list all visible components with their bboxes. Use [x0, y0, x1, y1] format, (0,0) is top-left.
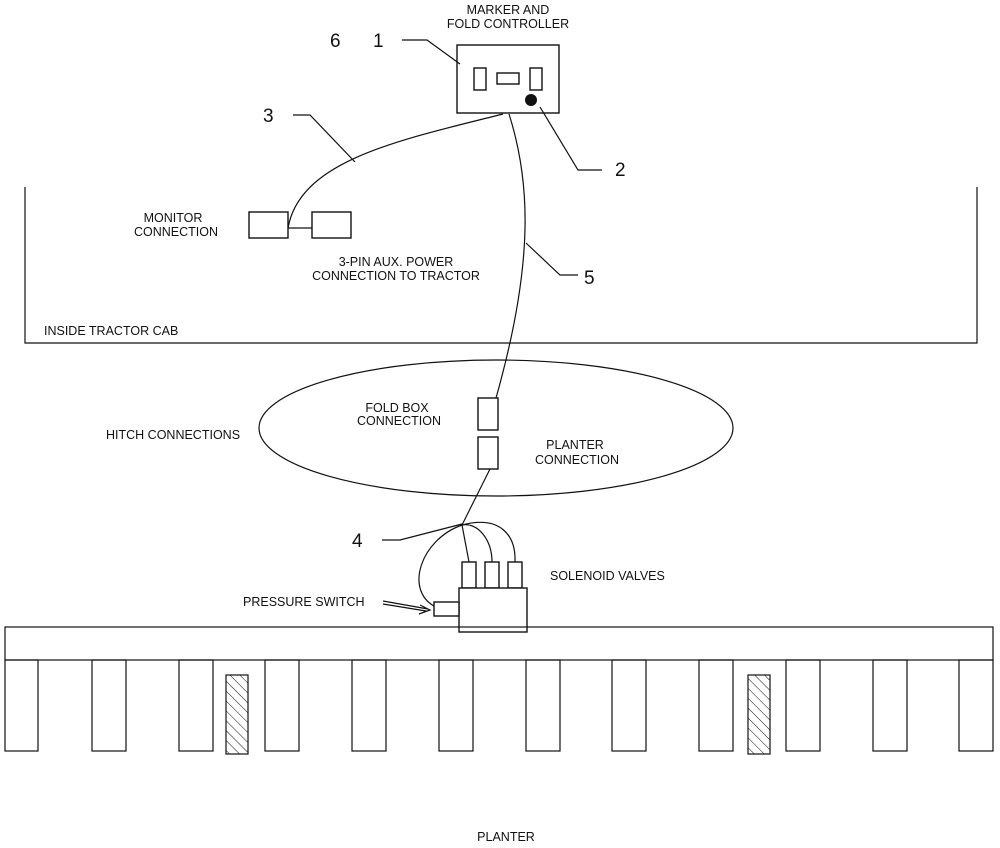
- callout-3: 3: [263, 106, 274, 127]
- controller-switch-left: [473, 67, 487, 91]
- planter-label: PLANTER: [477, 830, 535, 844]
- planter-row-unit-1: [4, 659, 39, 752]
- foldbox-label-line2: CONNECTION: [357, 414, 441, 428]
- planter-conn-label-line1: PLANTER: [546, 438, 604, 452]
- pressure-switch: [433, 601, 460, 617]
- cab-label: INSIDE TRACTOR CAB: [44, 324, 178, 338]
- solenoid-label: SOLENOID VALVES: [550, 569, 665, 583]
- controller-label-line2: FOLD CONTROLLER: [447, 17, 569, 31]
- callout-5-leader: [525, 242, 578, 276]
- solenoid-valve-1: [461, 561, 477, 589]
- foldbox-connector: [477, 397, 499, 431]
- planter-row-unit-4: [264, 659, 300, 752]
- cable-3: [287, 113, 504, 229]
- cable-4-to-valve-1: [461, 524, 470, 563]
- monitor-label-line2: CONNECTION: [134, 225, 218, 239]
- planter-row-unit-2: [91, 659, 127, 752]
- monitor-label-line1: MONITOR: [144, 211, 203, 225]
- hitch-label: HITCH CONNECTIONS: [106, 428, 240, 442]
- marker-hatched-right: [747, 674, 771, 755]
- planter-conn-label-line2: CONNECTION: [535, 453, 619, 467]
- marker-hatched-left: [225, 674, 249, 755]
- hitch-connections-area: [258, 359, 734, 497]
- solenoid-valve-3: [507, 561, 523, 589]
- planter-row-unit-9: [698, 659, 734, 752]
- pressure-switch-label: PRESSURE SWITCH: [243, 595, 365, 609]
- monitor-connector-right: [311, 211, 352, 239]
- planter-toolbar: [4, 626, 994, 661]
- foldbox-label-line1: FOLD BOX: [365, 401, 429, 415]
- controller-label-line1: MARKER AND: [467, 3, 550, 17]
- planter-row-unit-12: [958, 659, 994, 752]
- callout-4: 4: [352, 531, 363, 552]
- planter-row-unit-10: [785, 659, 821, 752]
- controller-switch-center: [496, 72, 520, 85]
- planter-row-unit-5: [351, 659, 387, 752]
- cable-4-to-valve-2: [461, 524, 493, 563]
- pressure-switch-arrow: [382, 600, 432, 615]
- callout-3-leader: [293, 114, 356, 163]
- callout-5: 5: [584, 268, 595, 289]
- planter-row-unit-6: [438, 659, 474, 752]
- callout-6: 6: [330, 31, 341, 52]
- aux-power-label-line1: 3-PIN AUX. POWER: [339, 255, 454, 269]
- controller-switch-right: [529, 67, 543, 91]
- tractor-cab-outline: [24, 187, 978, 344]
- cable-4: [461, 468, 491, 526]
- planter-row-unit-7: [525, 659, 561, 752]
- controller-indicator-dot: [525, 94, 537, 106]
- callout-1: 1: [373, 31, 384, 52]
- callout-2-leader: [539, 106, 602, 171]
- cable-5: [495, 113, 526, 399]
- planter-row-unit-3: [178, 659, 214, 752]
- solenoid-valve-body: [458, 587, 528, 633]
- planter-row-unit-8: [611, 659, 647, 752]
- aux-power-label-line2: CONNECTION TO TRACTOR: [312, 269, 480, 283]
- cable-4-to-valve-3: [461, 521, 516, 563]
- planter-connector: [477, 436, 499, 470]
- solenoid-valve-2: [484, 561, 500, 589]
- callout-4-leader: [382, 523, 463, 541]
- callout-2: 2: [615, 160, 626, 181]
- planter-row-unit-11: [872, 659, 908, 752]
- monitor-connector-left: [248, 211, 289, 239]
- callout-1-leader: [402, 39, 461, 65]
- cable-4-to-pressure-switch: [418, 524, 463, 607]
